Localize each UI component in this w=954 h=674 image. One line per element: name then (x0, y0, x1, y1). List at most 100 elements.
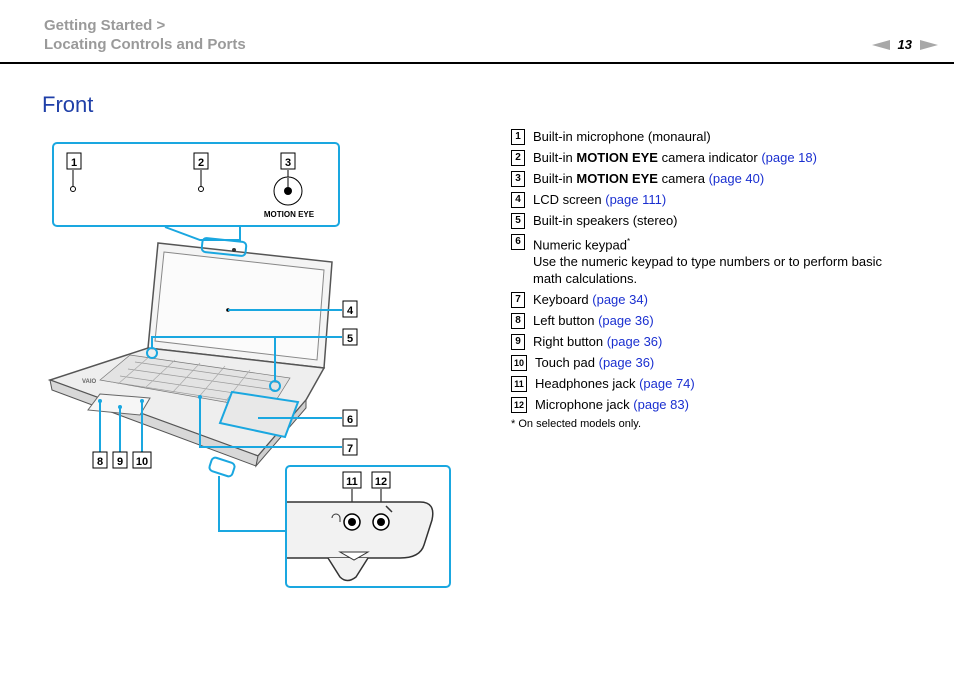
item-number-badge: 8 (511, 313, 525, 330)
list-item: 9 Right button (page 36) (511, 333, 911, 351)
page-reference-link[interactable]: (page 36) (606, 334, 663, 350)
footnote: * On selected models only. (511, 418, 642, 430)
callout-badge-7: 7 (342, 438, 358, 456)
item-text: Touch pad (page 36) (535, 354, 911, 371)
callout-badge-2: 2 (193, 152, 209, 170)
svg-text:7: 7 (347, 443, 353, 455)
item-label: Built-in (533, 150, 577, 165)
breadcrumb-locating-controls[interactable]: Locating Controls and Ports (44, 36, 246, 53)
item-text: Keyboard (page 34) (533, 291, 911, 308)
list-item: 11 Headphones jack (page 74) (511, 375, 911, 393)
callout-badge-9: 9 (112, 451, 128, 469)
headphones-symbol-icon (331, 513, 341, 522)
item-label: LCD screen (533, 192, 606, 207)
list-item: 2 Built-in MOTION EYE camera indicator (p… (511, 149, 911, 166)
item-text: Left button (page 36) (533, 312, 911, 329)
item-bold-label: MOTION EYE (576, 150, 658, 165)
callout-badge-3: 3 (280, 152, 296, 170)
item-text: Right button (page 36) (533, 333, 911, 350)
item-number-badge: 1 (511, 129, 525, 145)
list-item: 1 Built-in microphone (monaural) (511, 128, 911, 145)
svg-text:4: 4 (347, 305, 354, 317)
page-reference-link[interactable]: (page 36) (598, 355, 655, 371)
item-number-badge: 7 (511, 292, 525, 309)
item-text: Built-in MOTION EYE camera indicator (pa… (533, 149, 911, 166)
item-number-badge: 4 (511, 192, 525, 208)
item-text: Built-in MOTION EYE camera (page 40) (533, 170, 911, 187)
page-reference-link[interactable]: (page 111) (605, 192, 667, 207)
page-reference-link[interactable]: (page 36) (598, 313, 654, 329)
item-number-badge: 11 (511, 376, 527, 393)
microphone-symbol-icon (385, 505, 393, 513)
callout-badge-8: 8 (92, 451, 108, 469)
item-text: Numeric keypad*Use the numeric keypad to… (533, 233, 911, 287)
motion-eye-logo: MOTION EYE (264, 210, 315, 219)
svg-text:8: 8 (97, 456, 103, 468)
item-label: Built-in microphone (monaural) (533, 129, 711, 144)
svg-text:3: 3 (285, 157, 291, 169)
svg-text:9: 9 (117, 456, 123, 468)
item-label: Headphones jack (535, 376, 640, 392)
item-label: Built-in speakers (stereo) (533, 213, 678, 228)
item-number-badge: 10 (511, 355, 527, 372)
item-text: Built-in speakers (stereo) (533, 212, 911, 229)
list-item: 4 LCD screen (page 111) (511, 191, 911, 208)
callout-badge-6: 6 (342, 409, 358, 427)
list-item: 3 Built-in MOTION EYE camera (page 40) (511, 170, 911, 187)
page-navigation: 13 (871, 37, 938, 52)
item-text: LCD screen (page 111) (533, 191, 911, 208)
item-label: Keyboard (533, 292, 593, 308)
item-text: Headphones jack (page 74) (535, 375, 911, 392)
item-description: Use the numeric keypad to type numbers o… (533, 254, 882, 287)
svg-text:5: 5 (347, 333, 353, 345)
item-label: Right button (533, 334, 607, 350)
next-page-arrow-icon[interactable] (920, 39, 938, 50)
header-divider (0, 62, 954, 64)
list-item: 6 Numeric keypad*Use the numeric keypad t… (511, 233, 911, 287)
item-text: Built-in microphone (monaural) (533, 128, 911, 145)
item-number-badge: 3 (511, 171, 525, 187)
list-item: 5 Built-in speakers (stereo) (511, 212, 911, 229)
svg-text:1: 1 (71, 157, 77, 169)
camera-callout-box (52, 142, 340, 227)
callout-badge-11: 11 (342, 471, 362, 489)
item-number-badge: 9 (511, 334, 525, 351)
page-reference-link[interactable]: (page 40) (708, 171, 765, 186)
svg-text:10: 10 (136, 456, 148, 468)
callout-badge-10: 10 (132, 451, 152, 469)
item-label: Left button (533, 313, 599, 329)
item-number-badge: 2 (511, 150, 525, 166)
page-reference-link[interactable]: (page 34) (592, 292, 648, 308)
page-number: 13 (897, 37, 912, 52)
microphone-dot-icon (70, 186, 76, 192)
item-label: Touch pad (535, 355, 599, 371)
page-reference-link[interactable]: (page 18) (761, 150, 817, 165)
callout-badge-1: 1 (66, 152, 82, 170)
item-label-suffix: camera (657, 171, 709, 186)
section-title: Front (42, 92, 94, 117)
breadcrumb: Getting Started > Locating Controls and … (44, 16, 246, 54)
previous-page-arrow-icon[interactable] (871, 39, 890, 50)
item-text: Microphone jack (page 83) (535, 396, 911, 413)
page-reference-link[interactable]: (page 83) (633, 397, 689, 413)
svg-text:11: 11 (346, 476, 358, 488)
breadcrumb-getting-started[interactable]: Getting Started > (44, 17, 166, 34)
camera-indicator-dot-icon (198, 186, 204, 192)
callout-badge-4: 4 (342, 300, 358, 318)
item-label-suffix: camera indicator (657, 150, 762, 165)
lcd-screen (154, 251, 325, 361)
callout-badge-5: 5 (342, 328, 358, 346)
page-reference-link[interactable]: (page 74) (639, 376, 695, 392)
item-number-badge: 5 (511, 213, 525, 229)
item-bold-label: MOTION EYE (576, 171, 658, 186)
footnote-marker: * (626, 237, 631, 246)
camera-lens-icon (284, 187, 292, 195)
callout-badge-12: 12 (371, 471, 391, 489)
item-label: Built-in (533, 171, 577, 186)
item-number-badge: 6 (511, 234, 525, 250)
svg-text:12: 12 (375, 476, 387, 488)
svg-text:VAIO: VAIO (82, 379, 97, 385)
